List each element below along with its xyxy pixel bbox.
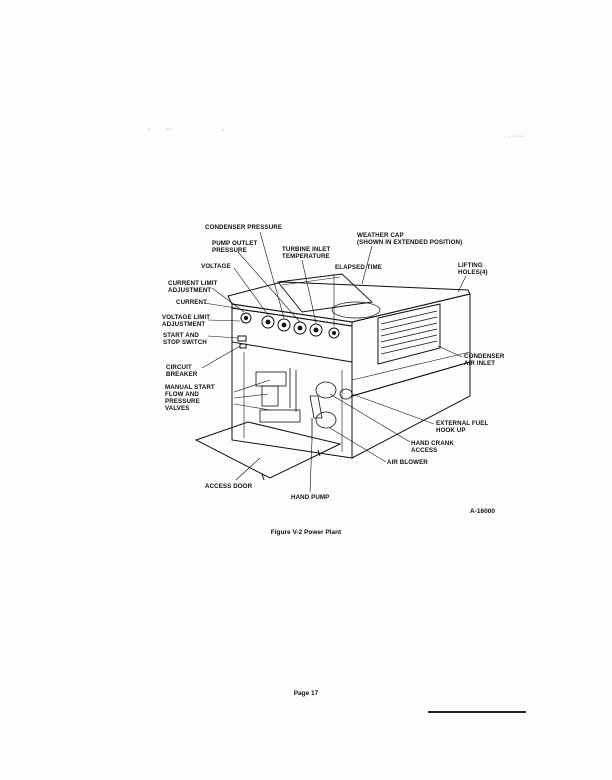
label-external-fuel-hook-up: EXTERNAL FUEL HOOK UP — [436, 420, 489, 434]
label-elapsed-time: ELAPSED TIME — [335, 264, 382, 271]
label-current-limit-adjustment: CURRENT LIMIT ADJUSTMENT — [168, 280, 218, 294]
lower-frame — [231, 342, 353, 459]
weather-cap — [277, 273, 373, 313]
right-side-panel — [351, 293, 471, 397]
gauge-row — [240, 312, 340, 339]
page-number: Page 17 — [293, 690, 319, 697]
gauge-current-limit — [240, 312, 252, 324]
gauge-elapsed-time — [328, 327, 340, 339]
gauge-turbine-inlet — [309, 323, 323, 337]
condenser-air-inlet — [377, 303, 441, 365]
label-pump-outlet-pressure: PUMP OUTLET PRESSURE — [212, 240, 258, 254]
scan-speck: · — [222, 127, 225, 134]
label-access-door: ACCESS DOOR — [205, 483, 253, 490]
scan-speck: · · ··· — [508, 133, 524, 140]
label-weather-cap: WEATHER CAP (SHOWN IN EXTENDED POSITION) — [357, 232, 463, 246]
access-door — [194, 421, 342, 479]
label-air-blower: AIR BLOWER — [387, 459, 428, 466]
gauge-voltage — [261, 315, 275, 329]
label-current: CURRENT — [176, 299, 207, 306]
label-lifting-holes: LIFTING HOLES(4) — [458, 262, 488, 276]
footer-rule — [428, 711, 526, 713]
label-hand-pump: HAND PUMP — [291, 494, 330, 501]
scan-speck: · — [148, 126, 151, 133]
label-start-and-stop-switch: START AND STOP SWITCH — [163, 332, 207, 346]
label-circuit-breaker: CIRCUIT BREAKER — [166, 364, 198, 378]
label-manual-start-valves: MANUAL START FLOW AND PRESSURE VALVES — [165, 384, 215, 412]
gauge-condenser-pressure — [277, 318, 291, 332]
label-turbine-inlet-temperature: TURBINE INLET TEMPERATURE — [282, 246, 331, 260]
air-blower — [315, 411, 337, 429]
label-hand-crank-access: HAND CRANK ACCESS — [411, 440, 454, 454]
internal-components — [255, 368, 353, 440]
figure-caption: Figure V-2 Power Plant — [270, 529, 342, 536]
label-condenser-air-inlet: CONDENSER AIR INLET — [464, 353, 505, 367]
figure-number: A-16000 — [470, 508, 495, 515]
label-voltage: VOLTAGE — [201, 263, 231, 270]
start-stop-switch — [237, 335, 247, 342]
label-voltage-limit-adjustment: VOLTAGE LIMIT ADJUSTMENT — [162, 314, 211, 328]
label-condenser-pressure: CONDENSER PRESSURE — [205, 224, 283, 231]
fan-housing — [331, 301, 381, 319]
scan-speck: ·· — [166, 126, 171, 133]
